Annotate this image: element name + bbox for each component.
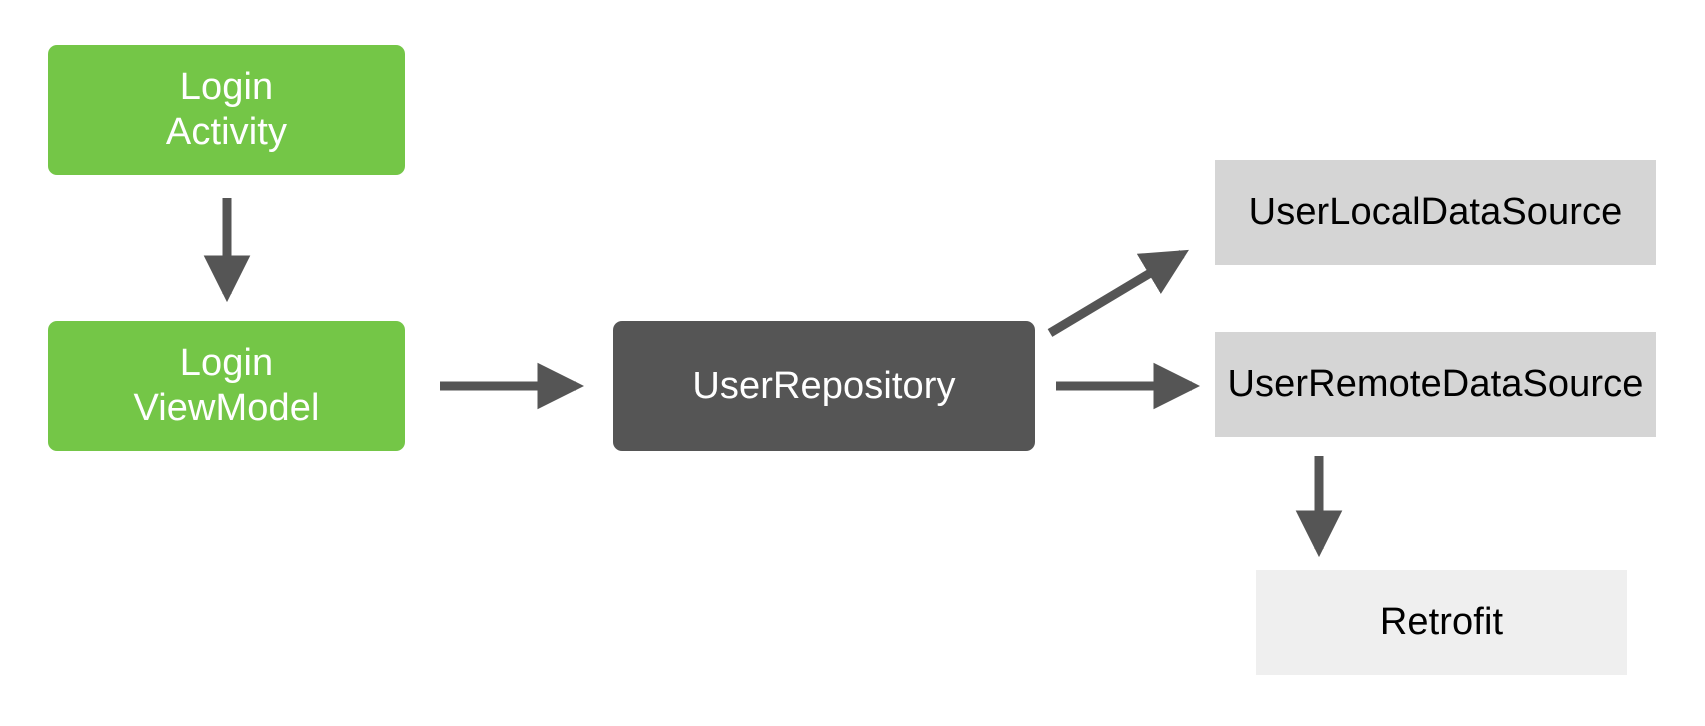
node-user-remote-datasource[interactable]: UserRemoteDataSource xyxy=(1215,332,1656,437)
node-login-viewmodel[interactable]: Login ViewModel xyxy=(48,321,405,451)
node-login-activity[interactable]: Login Activity xyxy=(48,45,405,175)
node-retrofit[interactable]: Retrofit xyxy=(1256,570,1627,675)
node-user-local-datasource[interactable]: UserLocalDataSource xyxy=(1215,160,1656,265)
arrow-repository-to-local-datasource xyxy=(1047,249,1189,337)
node-user-repository[interactable]: UserRepository xyxy=(613,321,1035,451)
